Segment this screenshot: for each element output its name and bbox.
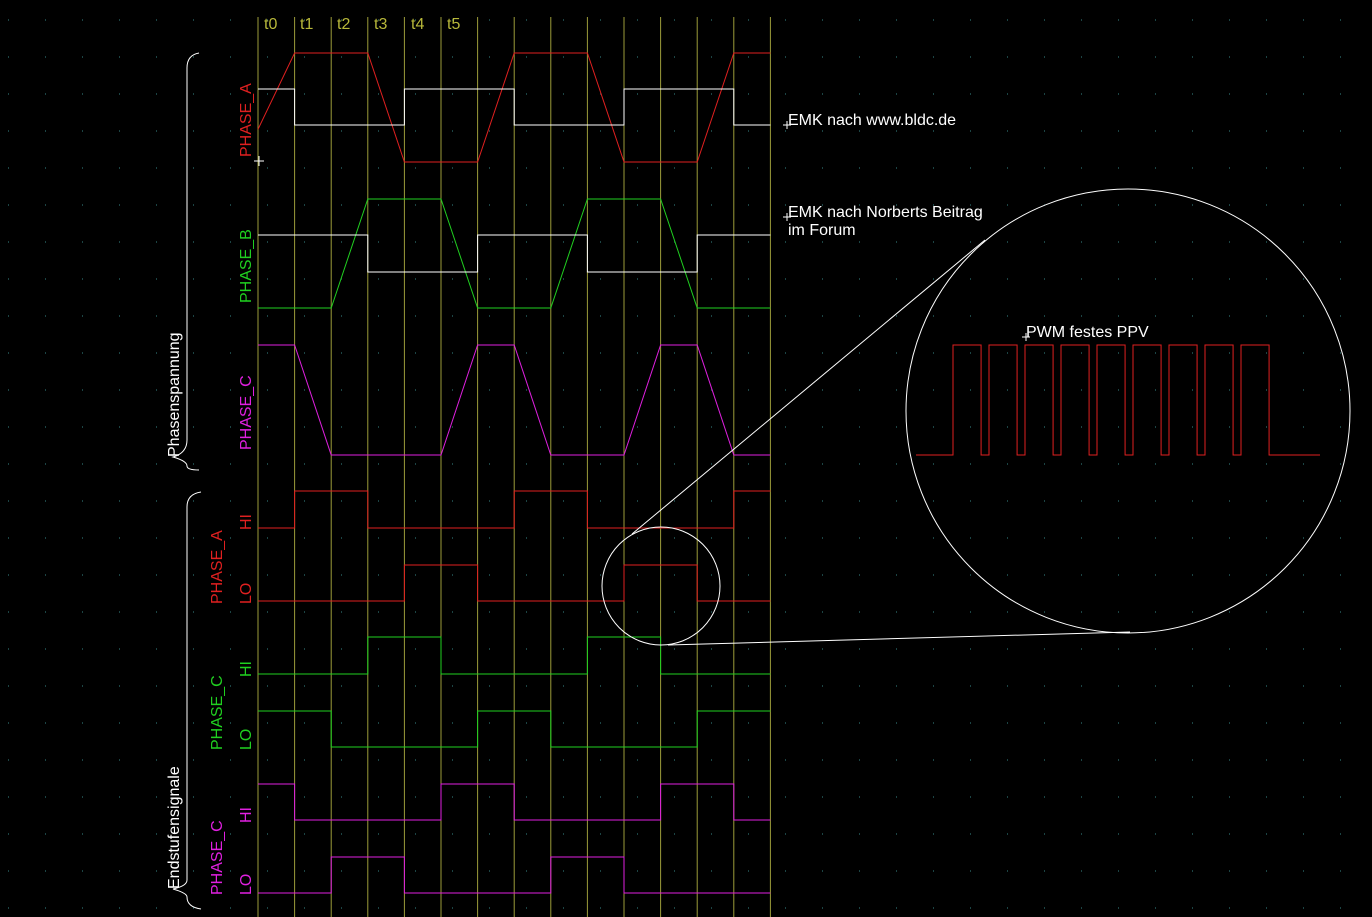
- pwm-waveform: [916, 344, 1320, 456]
- time-marker-t2: t2: [337, 16, 350, 33]
- wave-driver-a-hi: [258, 490, 771, 529]
- label-driver-phase-c-1: PHASE_C: [209, 675, 226, 750]
- group-label-endstufensignale: Endstufensignale: [166, 766, 183, 889]
- label-driver-c2-hi: HI: [238, 807, 255, 823]
- label-driver-phase-c-2: PHASE_C: [209, 820, 226, 895]
- wave-driver-c2-hi: [258, 783, 771, 821]
- label-phase-a: PHASE_A: [238, 83, 255, 157]
- label-driver-c1-hi: HI: [238, 661, 255, 677]
- label-driver-c1-lo: LO: [238, 729, 255, 750]
- wave-driver-a-lo: [258, 564, 771, 602]
- time-markers: t0 t1 t2 t3 t4 t5: [264, 16, 460, 33]
- anchor-markers: [254, 121, 1030, 341]
- time-marker-t0: t0: [264, 16, 277, 33]
- label-driver-a-lo: LO: [238, 583, 255, 604]
- wave-emk-b: [258, 234, 771, 273]
- brace-phase-voltage: [171, 52, 200, 471]
- time-lines: [257, 17, 771, 917]
- label-driver-a-hi: HI: [238, 514, 255, 530]
- wave-phase-c: [258, 344, 771, 456]
- annotation-emk-bldc: EMK nach www.bldc.de: [788, 112, 956, 129]
- waveforms: [257, 52, 771, 894]
- zoom-connector-top: [631, 239, 986, 535]
- annotation-emk-norbert-line1: EMK nach Norberts Beitrag: [788, 204, 983, 221]
- brace-driver-signals: [172, 491, 202, 910]
- wave-phase-a: [257, 52, 771, 163]
- zoom-connector-bottom: [667, 631, 1131, 646]
- time-marker-t1: t1: [300, 16, 313, 33]
- wave-driver-c1-hi: [258, 636, 771, 675]
- annotation-emk-norbert-line2: im Forum: [788, 222, 856, 239]
- zoom-source-circle: [601, 526, 721, 646]
- label-phase-b: PHASE_B: [238, 229, 255, 303]
- label-driver-c2-lo: LO: [238, 874, 255, 895]
- wave-driver-c1-lo: [258, 710, 771, 748]
- grid-dot-pattern: [8, 19, 1341, 909]
- time-marker-t5: t5: [447, 16, 460, 33]
- label-phase-c: PHASE_C: [238, 375, 255, 450]
- annotation-pwm: PWM festes PPV: [1026, 324, 1149, 341]
- time-marker-t4: t4: [411, 16, 424, 33]
- time-marker-t3: t3: [374, 16, 387, 33]
- grid-dots: [8, 19, 1341, 909]
- group-label-phasenspannung: Phasenspannung: [166, 332, 183, 457]
- wave-driver-c2-lo: [258, 856, 771, 894]
- wave-emk-a: [258, 88, 771, 126]
- label-driver-phase-a: PHASE_A: [209, 530, 226, 604]
- zoom-detail-circle: [905, 188, 1351, 634]
